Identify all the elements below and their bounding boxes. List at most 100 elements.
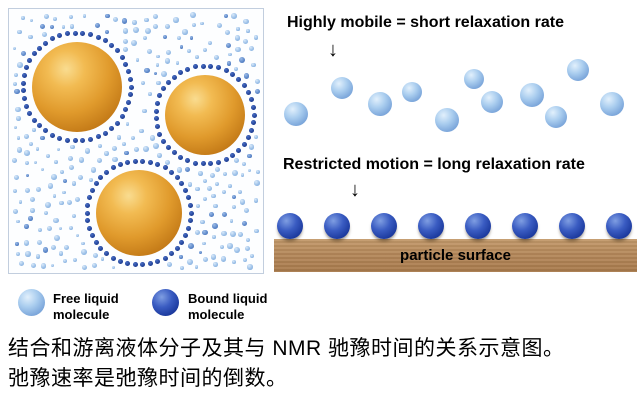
bound-molecule-dot [93, 239, 99, 245]
free-molecule-dot [187, 182, 193, 187]
free-molecule-dot [238, 56, 245, 63]
free-molecule-dot [241, 162, 247, 167]
free-molecule-dot [212, 262, 218, 267]
bound-molecule-dot [223, 156, 229, 162]
free-molecule-sphere [331, 77, 353, 99]
bound-molecule-dot [148, 159, 154, 165]
bound-molecule-dot [93, 181, 99, 187]
bound-molecule-dot [84, 210, 90, 216]
free-molecule-dot [216, 22, 223, 29]
free-molecule-dot [195, 204, 200, 209]
bound-molecule-dot [127, 76, 133, 82]
free-molecule-dot [24, 150, 30, 156]
bound-molecule-dot [86, 225, 92, 231]
bound-molecule-dot [132, 262, 138, 268]
free-molecule-dot [176, 167, 183, 173]
free-molecule-dot [12, 209, 18, 214]
free-molecule-dot [45, 153, 50, 158]
bound-molecule-dot [200, 63, 206, 69]
bound-molecule-dot [179, 239, 185, 245]
free-molecule-dot [237, 189, 242, 194]
free-molecule-dot [161, 70, 168, 77]
free-molecule-dot [209, 173, 215, 179]
free-molecule-dot [152, 24, 158, 30]
free-molecule-dot [123, 47, 129, 52]
legend-free-label: Free liquid molecule [53, 291, 119, 323]
free-molecule-dot [21, 16, 25, 20]
free-molecule-dot [16, 136, 20, 140]
free-molecule-dot [69, 164, 75, 170]
bound-molecule-dot [162, 165, 168, 171]
free-molecule-dot [200, 21, 204, 26]
bound-molecule-dot [241, 141, 247, 147]
bound-molecule-dot [188, 210, 194, 216]
particle-surface-bar: particle surface [274, 239, 637, 272]
bound-molecule-dot [171, 150, 177, 156]
bound-molecule-dot [165, 80, 171, 85]
bound-molecule-dot [208, 161, 214, 167]
free-molecule-dot [40, 136, 45, 141]
free-molecule-dot [212, 223, 218, 229]
free-molecule-dot [24, 161, 29, 166]
free-molecule-dot [98, 144, 103, 148]
bound-molecule-dot [21, 72, 27, 78]
bound-molecule-dot [98, 175, 104, 181]
free-molecule-dot [134, 147, 139, 153]
bound-molecule-dot [192, 160, 198, 166]
free-molecule-dot [231, 13, 237, 20]
free-molecule-dot [214, 166, 221, 173]
free-molecule-dot [255, 78, 261, 84]
bound-molecule-dot [64, 31, 70, 37]
free-molecule-dot [12, 81, 18, 87]
free-molecule-dot [247, 264, 253, 270]
free-molecule-dot [235, 46, 241, 53]
bound-molecule-dot [114, 120, 120, 126]
bound-molecule-dot [95, 134, 101, 140]
free-molecule-dot [13, 175, 20, 181]
bound-molecule-dot [109, 42, 115, 48]
bound-molecule-dot [110, 165, 116, 171]
bound-molecule-dot [178, 154, 183, 160]
free-molecule-dot [71, 213, 77, 219]
bound-molecule-dot [186, 225, 192, 231]
free-molecule-dot [62, 259, 67, 264]
free-molecule-dot [90, 167, 97, 173]
free-molecule-dot [61, 25, 65, 29]
free-molecule-dot [71, 181, 76, 186]
bound-molecule-dot [20, 80, 26, 86]
bound-molecule-dot [140, 262, 146, 268]
free-molecule-dot [54, 235, 61, 242]
bound-molecule-dot [183, 233, 189, 239]
free-molecule-dot [221, 189, 227, 195]
free-molecule-dot [229, 219, 234, 223]
free-molecule-dot [17, 62, 23, 68]
free-molecule-dot [195, 186, 201, 192]
free-molecule-dot [180, 265, 185, 270]
bound-molecule-dot [128, 84, 134, 90]
free-molecule-dot [104, 30, 109, 35]
free-molecule-dot [149, 135, 156, 141]
free-molecule-dot [38, 227, 43, 232]
free-molecule-dot [231, 259, 236, 264]
bound-molecule-dot [57, 33, 63, 39]
particle-sphere [32, 42, 122, 132]
free-molecule-dot [243, 38, 249, 44]
free-molecule-dot [240, 173, 245, 177]
bound-molecule-dot [183, 187, 189, 193]
free-molecule-dot [155, 63, 160, 67]
free-molecule-dot [254, 180, 260, 186]
legend-bound-label: Bound liquid molecule [188, 291, 268, 323]
free-molecule-dot [104, 151, 109, 156]
free-molecule-dot [153, 71, 158, 75]
bound-molecule-dot [117, 162, 123, 168]
free-molecule-dot [228, 53, 232, 57]
free-molecule-dot [194, 264, 199, 269]
bound-molecule-dot [49, 132, 55, 138]
free-molecule-dot [112, 17, 119, 23]
bound-molecule-dot [117, 258, 123, 264]
bound-molecule-dot [72, 138, 78, 144]
bound-molecule-dot [187, 218, 193, 224]
free-molecule-dot [46, 225, 53, 231]
free-molecule-dot [96, 158, 102, 164]
free-molecule-dot [24, 251, 31, 257]
